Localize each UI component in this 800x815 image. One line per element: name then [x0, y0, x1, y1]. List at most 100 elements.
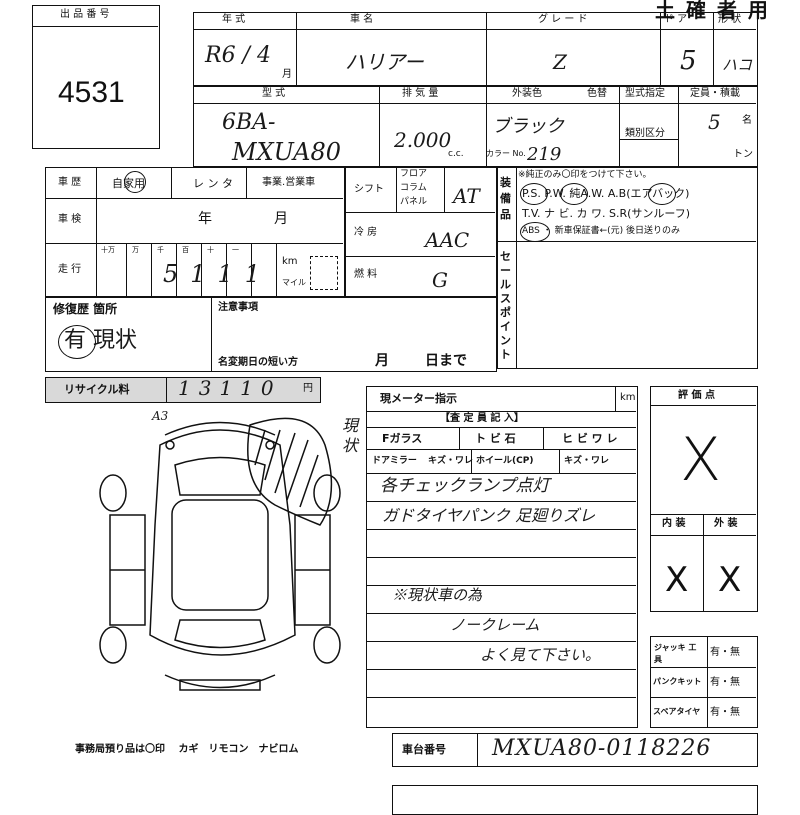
- displacement-value: 2.000: [394, 128, 452, 152]
- digit-label-3: 百: [182, 246, 189, 254]
- deadline-month: 月: [375, 353, 389, 369]
- category-label: 類別区分: [625, 128, 665, 139]
- tools-block: [650, 636, 758, 728]
- mile-checkbox: [310, 256, 338, 290]
- color-label: 外装色: [512, 88, 542, 99]
- deadline-day: 日まで: [425, 353, 467, 369]
- spare-value: 有・無: [710, 707, 740, 718]
- equipment-circle-ps: [520, 183, 548, 205]
- meter-label: 現メーター指示: [380, 392, 457, 405]
- puncture-label: パンクキット: [653, 677, 702, 686]
- repair-block: [45, 297, 497, 372]
- inspection-year: 年: [198, 211, 212, 227]
- office-note: 事務局預り品は〇印 カギ リモコン ナビロム: [75, 744, 299, 755]
- note-label: 注意事項: [218, 302, 258, 313]
- type-value-1: 6BA-: [222, 110, 276, 135]
- bottom-partial-block: [392, 785, 758, 815]
- shift-value: AT: [453, 184, 480, 208]
- shift-option-panel: パネル: [400, 197, 428, 207]
- ac-value: AAC: [425, 228, 470, 252]
- shape-label: 形 状: [718, 14, 742, 25]
- exterior-label: 外 装: [714, 518, 738, 529]
- chassis-block: [392, 733, 758, 767]
- chassis-value: MXUA80-0118226: [492, 736, 712, 761]
- model-name-value: ハリアー: [345, 50, 424, 74]
- ac-label: 冷 房: [354, 227, 378, 238]
- inspector-row2-1: キズ・ワレ: [428, 456, 474, 466]
- diagram-mark-a3: A3: [152, 409, 169, 423]
- model-name-label: 車 名: [350, 14, 374, 25]
- equipment-line2: T.V. ナ ビ. カ ワ. S.R(サンルーフ): [522, 207, 691, 220]
- inspection-label: 車 検: [58, 214, 82, 225]
- recycle-unit: 円: [303, 383, 313, 394]
- diagram-side-note: 現状: [342, 416, 359, 455]
- car-diagram: [99, 417, 341, 691]
- digit-label-2: 千: [157, 246, 164, 254]
- inspector-note-2: ※現状車の為: [392, 586, 483, 604]
- equipment-block: [497, 167, 758, 369]
- grade-value: Z: [553, 50, 567, 74]
- inspector-section-label: 【査 定 員 記 入】: [440, 413, 524, 424]
- sales-point-label: セールスポイント: [500, 250, 511, 361]
- door-value: 5: [680, 46, 697, 76]
- repair-label: 修復歴 箇所: [53, 302, 118, 316]
- shift-option-floor: フロア: [400, 169, 428, 179]
- deadline-label: 名変期日の短い方: [218, 357, 298, 368]
- score-value: X: [680, 425, 722, 495]
- inspector-note-0: 各チェックランプ点灯: [380, 476, 550, 496]
- inspector-note-3: ノークレーム: [450, 616, 540, 634]
- color-change-label: 色替: [587, 88, 607, 99]
- capacity-unit: 名: [742, 115, 752, 126]
- displacement-unit: c.c.: [448, 149, 464, 159]
- score-label: 評 価 点: [678, 390, 715, 401]
- mile-unit: マイル: [282, 278, 306, 287]
- equipment-line1: P.S. P.W. 純A.W. A.B(エアバック): [522, 187, 690, 200]
- listing-number-label: 出 品 番 号: [60, 9, 110, 20]
- inspector-block: [366, 386, 638, 728]
- recycle-block: [45, 377, 321, 403]
- business-label: 事業.営業車: [262, 177, 316, 188]
- vehicle-row2: [193, 86, 758, 167]
- sheet-title: 土 確 者 用: [655, 0, 770, 22]
- grade-label: グ レ ー ド: [538, 14, 588, 25]
- type-value-2: MXUA80: [232, 138, 342, 166]
- digit-label-0: 十万: [101, 246, 115, 254]
- puncture-value: 有・無: [710, 677, 740, 688]
- equipment-circle-abs: [520, 222, 550, 242]
- history-circle: [124, 171, 146, 193]
- year-month-unit: 月: [282, 69, 292, 80]
- equipment-circle-pw: [560, 183, 588, 205]
- equipment-label: 装 備 品: [500, 176, 511, 221]
- listing-number: 4531: [58, 76, 125, 109]
- inspector-row1-0: Fガラス: [382, 432, 423, 445]
- exterior-value: X: [718, 560, 742, 600]
- equipment-note: ※純正のみ〇印をつけて下さい。: [518, 170, 652, 180]
- type-designation-label: 型式指定: [625, 88, 665, 99]
- jack-value: 有・無: [710, 647, 740, 658]
- door-label: ド ア: [664, 14, 688, 25]
- color-no-value: 219: [527, 144, 562, 165]
- fuel-label: 燃 料: [354, 269, 378, 280]
- history-label: 車 歴: [58, 177, 82, 188]
- shift-option-column: コラム: [400, 183, 427, 193]
- inspector-note-4: よく見て下さい。: [480, 646, 601, 664]
- equipment-line3: ABS ・ 新車保証書←(元) 後日送りのみ: [522, 226, 681, 236]
- evaluation-block: [650, 386, 758, 612]
- color-no-label: カラー No.: [486, 149, 526, 158]
- listing-number-box: [32, 5, 160, 149]
- digit-label-1: 万: [132, 246, 139, 254]
- load-unit: トン: [733, 149, 753, 160]
- mileage-value: 5111: [163, 260, 273, 288]
- chassis-label: 車台番号: [402, 743, 446, 756]
- shape-value: ハコ: [722, 56, 753, 74]
- capacity-label: 定員・積載: [690, 88, 740, 99]
- mileage-label: 走 行: [58, 264, 82, 275]
- capacity-value: 5: [708, 110, 721, 134]
- specs-block: [345, 167, 497, 297]
- vehicle-row1: [193, 12, 758, 86]
- digit-label-4: 十: [207, 246, 214, 254]
- displacement-label: 排 気 量: [402, 88, 439, 99]
- jack-label: ジャッキ 工 具: [654, 643, 697, 664]
- km-unit: km: [282, 256, 298, 267]
- repair-circle: [58, 325, 96, 359]
